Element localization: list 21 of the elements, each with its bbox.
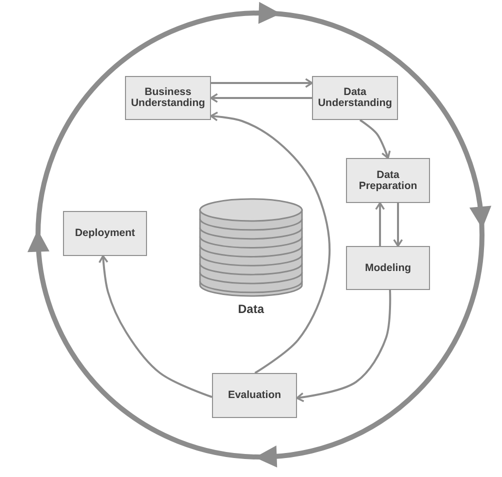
arrow	[359, 119, 391, 159]
arrow	[211, 78, 313, 88]
phase-box	[346, 246, 430, 290]
data-label: Data	[236, 302, 266, 316]
phase-label: Modeling	[364, 262, 412, 274]
phase-label: Data Preparation	[358, 170, 418, 192]
phase-box	[346, 158, 430, 203]
phase-label: Data Understanding	[316, 87, 394, 109]
phase-label: Evaluation	[228, 390, 282, 401]
phase-box	[312, 76, 398, 120]
phase-box	[212, 373, 297, 418]
arrow	[393, 203, 403, 247]
phase-box	[125, 76, 211, 120]
phase-label: Business Understanding	[130, 87, 206, 109]
phase-box	[63, 211, 147, 256]
phase-label: Deployment	[74, 228, 136, 239]
arrow	[375, 202, 385, 246]
arrow	[296, 290, 392, 402]
arrow	[210, 93, 312, 103]
arrow	[98, 255, 212, 398]
arrow	[210, 111, 331, 374]
